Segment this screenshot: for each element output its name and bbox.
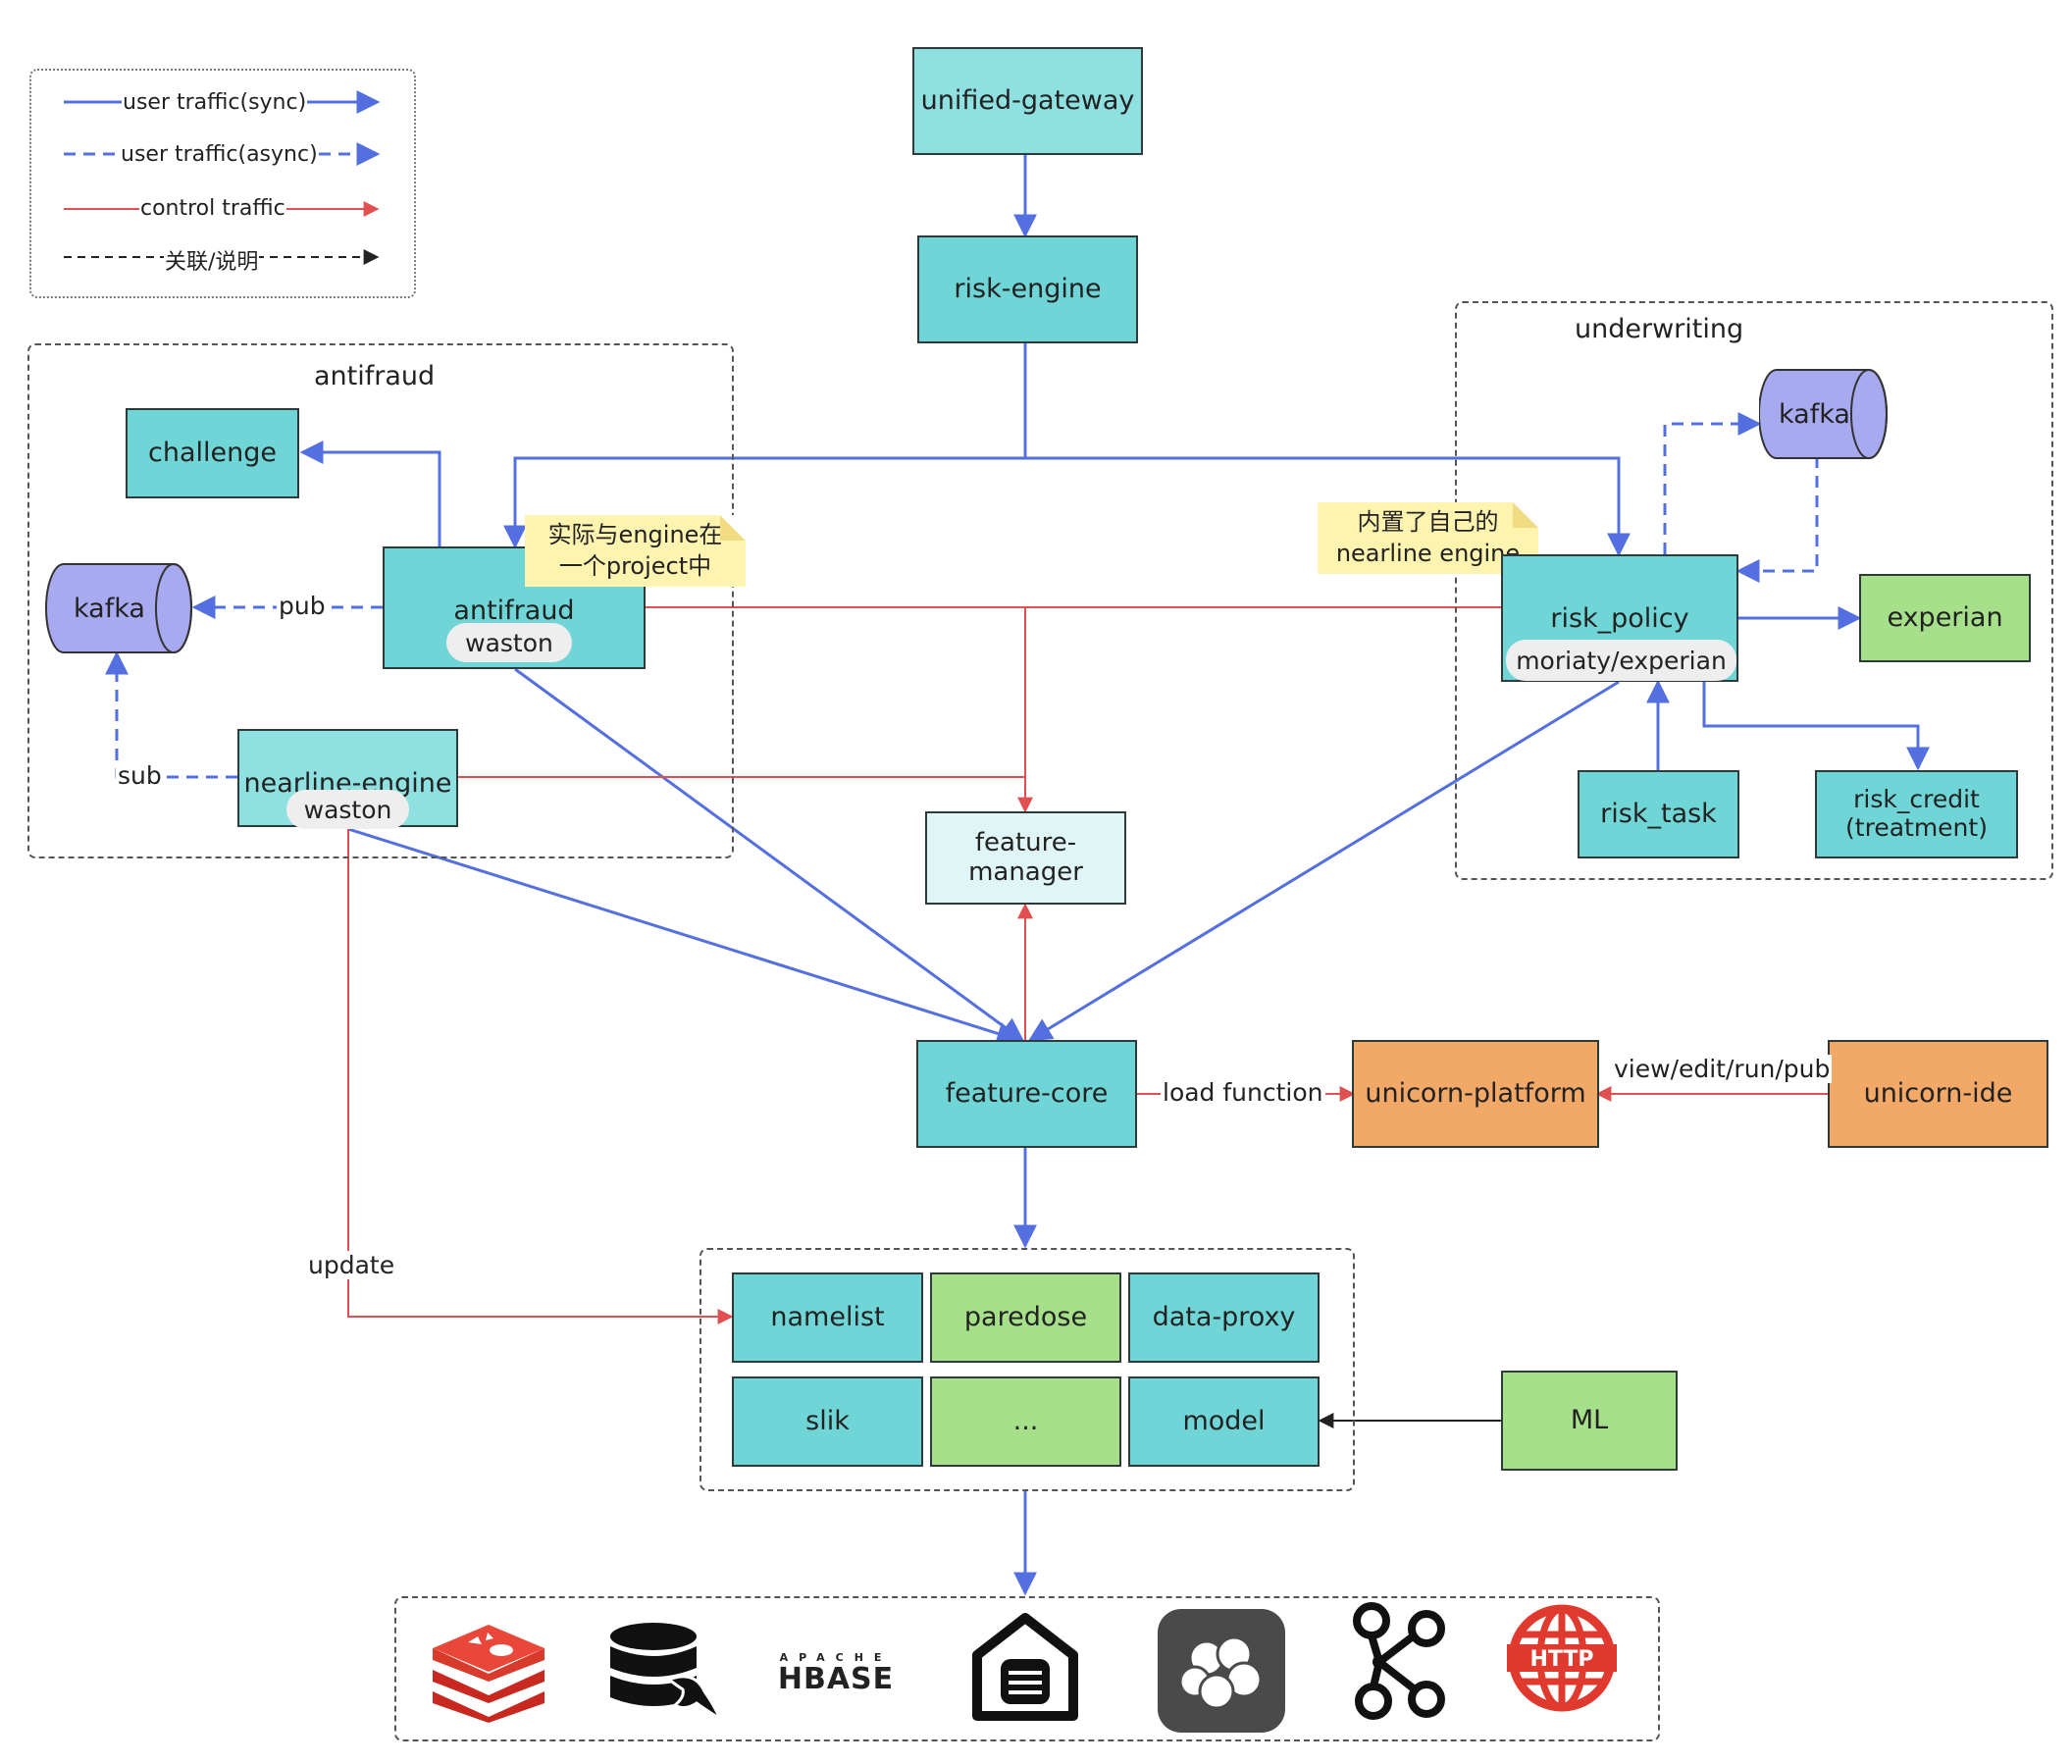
legend-async-label: user traffic(async): [120, 142, 319, 167]
edge-engine-riskpolicy: [1025, 456, 1631, 557]
risk-engine-label: risk-engine: [954, 274, 1102, 305]
hbase-icon: APACHE HBASE: [773, 1651, 899, 1696]
hbase-top-text: APACHE: [779, 1651, 893, 1664]
unicorn-platform-label: unicorn-platform: [1365, 1078, 1586, 1110]
edge-riskpolicy-featurecore: [1027, 680, 1620, 1042]
unified-gateway-node[interactable]: unified-gateway: [912, 47, 1143, 155]
backend-group: [394, 1596, 1660, 1741]
database-icon: [610, 1623, 724, 1723]
experian-label: experian: [1887, 602, 2003, 634]
experian-node[interactable]: experian: [1859, 574, 2031, 662]
paredose-label: paredose: [963, 1302, 1088, 1333]
antifraud-group-label: antifraud: [314, 361, 436, 391]
risk-note-line2: nearline engine: [1335, 539, 1521, 567]
namelist-node[interactable]: namelist: [732, 1272, 923, 1363]
ml-node[interactable]: ML: [1501, 1371, 1678, 1471]
note-fold: [1513, 502, 1538, 528]
underwriting-group-label: underwriting: [1575, 314, 1744, 344]
edge-riskpolicy-kafka: [1663, 412, 1762, 554]
antifraud-waston-pill: waston: [446, 623, 572, 662]
risk-policy-label: risk_policy: [1550, 603, 1689, 634]
challenge-label: challenge: [148, 438, 277, 469]
feature-manager-node[interactable]: feature- manager: [925, 811, 1126, 905]
risk-task-node[interactable]: risk_task: [1578, 770, 1739, 858]
edge-antifraud-challenge: [299, 441, 441, 546]
risk-note-line1: 内置了自己的: [1357, 508, 1499, 537]
edge-antifraud-featurecore: [514, 667, 1024, 1042]
unicorn-platform-node[interactable]: unicorn-platform: [1352, 1040, 1599, 1148]
view-edit-label: view/edit/run/pub: [1612, 1055, 1833, 1083]
edge-nearline-namelist-update: [347, 829, 734, 1324]
antifraud-label: antifraud: [453, 596, 575, 626]
hbase-main-text: HBASE: [777, 1662, 895, 1696]
antifraud-note-line1: 实际与engine在: [547, 521, 723, 549]
underwriting-group: [1455, 301, 2053, 880]
note-fold: [720, 515, 746, 541]
storage-group: [699, 1248, 1355, 1491]
unicorn-ide-label: unicorn-ide: [1863, 1078, 2013, 1110]
graph-icon: [1353, 1602, 1445, 1720]
edge-riskpolicy-riskcredit: [1702, 682, 1930, 771]
edge-kafka-riskpolicy: [1735, 456, 1819, 583]
edge-engine-antifraud: [503, 456, 1025, 549]
http-icon-text: HTTP: [1529, 1647, 1593, 1672]
ml-label: ML: [1570, 1405, 1609, 1436]
risk-credit-node[interactable]: risk_credit (treatment): [1815, 770, 2018, 858]
kafka-left-node[interactable]: [44, 562, 193, 654]
redis-icon: [433, 1625, 544, 1723]
unicorn-ide-node[interactable]: unicorn-ide: [1828, 1040, 2048, 1148]
legend-control-label: control traffic: [139, 196, 286, 221]
unified-gateway-label: unified-gateway: [920, 85, 1135, 117]
kafka-right-node[interactable]: [1759, 368, 1889, 460]
risk-credit-label: risk_credit (treatment): [1845, 785, 1988, 842]
legend: user traffic(sync) user traffic(async) c…: [29, 69, 416, 298]
feature-core-label: feature-core: [945, 1078, 1109, 1110]
namelist-label: namelist: [770, 1302, 885, 1333]
nearline-waston-pill: waston: [286, 790, 409, 829]
legend-sync-label: user traffic(sync): [122, 90, 308, 115]
update-label: update: [306, 1251, 397, 1279]
slik-node[interactable]: slik: [732, 1376, 923, 1467]
antifraud-note-line2: 一个project中: [558, 551, 712, 580]
data-proxy-node[interactable]: data-proxy: [1128, 1272, 1320, 1363]
risk-task-label: risk_task: [1600, 799, 1717, 830]
load-function-label: load function: [1161, 1078, 1325, 1107]
cluster-icon: [1158, 1609, 1285, 1733]
risk-policy-pill: moriaty/experian: [1506, 640, 1736, 681]
antifraud-note: 实际与engine在 一个project中: [525, 515, 746, 587]
sub-label: sub: [116, 761, 164, 790]
home-storage-icon: [972, 1613, 1078, 1721]
legend-relation-label: 关联/说明: [164, 244, 260, 276]
slik-label: slik: [805, 1406, 850, 1437]
edge-nearline-featurecore: [347, 827, 1021, 1045]
antifraud-group: [27, 343, 734, 858]
pub-label: pub: [277, 592, 328, 620]
feature-manager-label: feature- manager: [968, 827, 1083, 887]
kafka-left-label: kafka: [74, 594, 145, 624]
feature-core-node[interactable]: feature-core: [916, 1040, 1137, 1148]
paredose-node[interactable]: paredose: [930, 1272, 1121, 1363]
data-proxy-label: data-proxy: [1152, 1302, 1296, 1333]
model-node[interactable]: model: [1128, 1376, 1320, 1467]
ellipsis-label: ...: [1012, 1406, 1039, 1437]
kafka-right-label: kafka: [1779, 399, 1850, 430]
model-label: model: [1182, 1406, 1266, 1437]
challenge-node[interactable]: challenge: [126, 408, 299, 498]
risk-engine-node[interactable]: risk-engine: [917, 235, 1138, 343]
http-icon: HTTP: [1507, 1604, 1617, 1712]
ellipsis-node[interactable]: ...: [930, 1376, 1121, 1467]
